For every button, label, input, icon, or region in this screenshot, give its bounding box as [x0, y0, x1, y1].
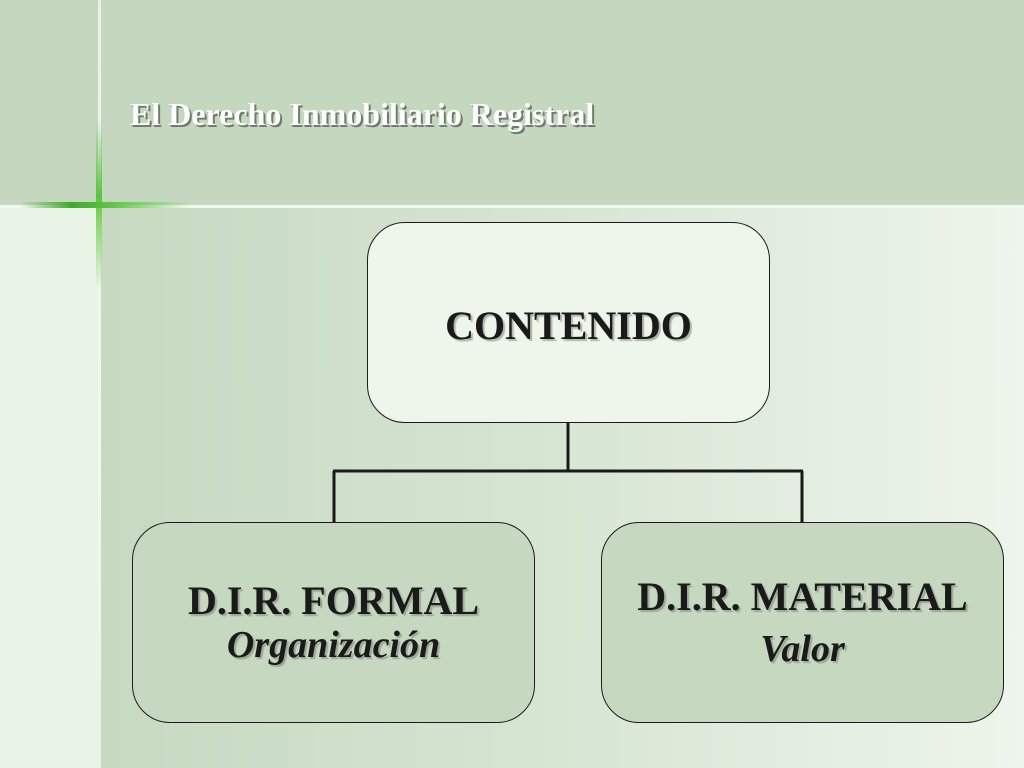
node-dir-formal: D.I.R. FORMAL Organización: [132, 522, 535, 723]
decorative-cross-horizontal: [20, 202, 190, 208]
node-dir-material-label: D.I.R. MATERIAL: [637, 573, 968, 619]
node-dir-material: D.I.R. MATERIAL Valor: [601, 522, 1004, 723]
horizontal-divider: [0, 205, 1024, 208]
left-strip: [0, 207, 100, 768]
node-contenido-label: CONTENIDO: [445, 302, 692, 348]
node-dir-material-sublabel: Valor: [760, 627, 845, 670]
vertical-divider: [98, 0, 101, 768]
node-dir-formal-sublabel: Organización: [226, 623, 441, 666]
node-contenido: CONTENIDO: [367, 222, 770, 423]
slide-title: El Derecho Inmobiliario Registral: [130, 96, 595, 132]
node-dir-formal-label: D.I.R. FORMAL: [187, 577, 480, 623]
header-band: [0, 0, 1024, 207]
